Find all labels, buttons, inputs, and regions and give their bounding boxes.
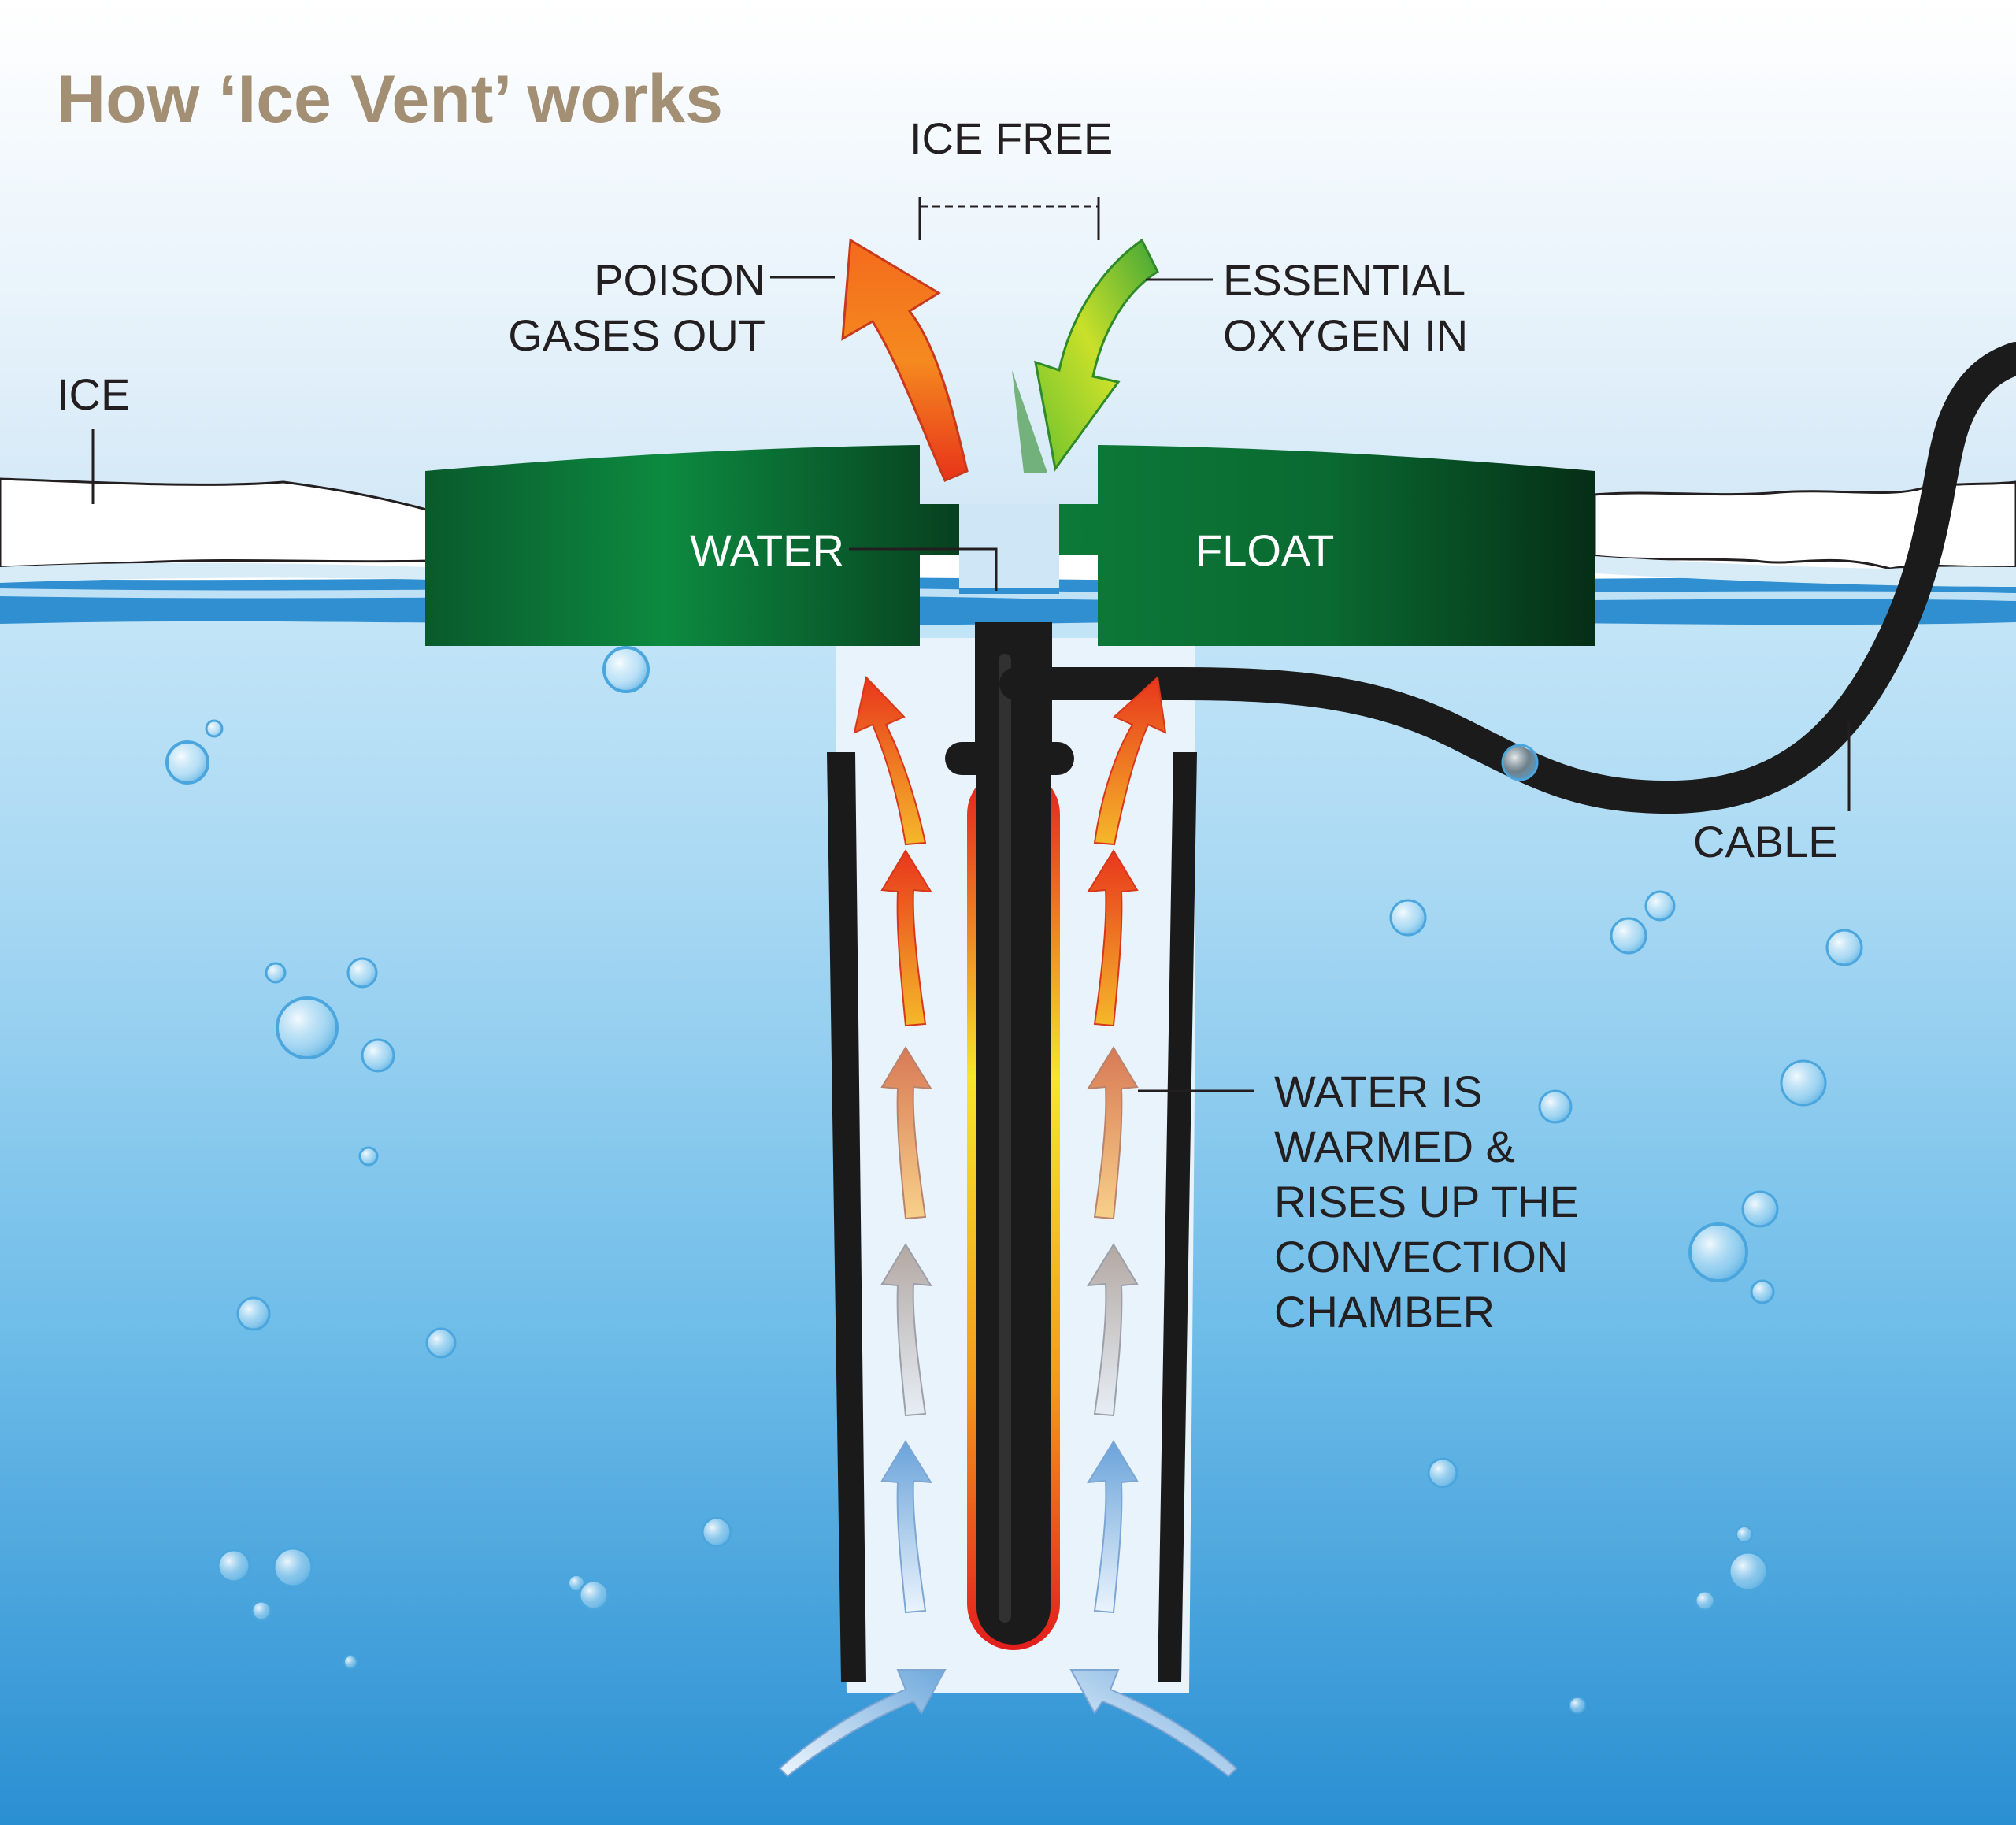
convection-label-line1: WATER IS xyxy=(1274,1066,1482,1116)
warm-arrow-right xyxy=(1087,1046,1139,1220)
ice-underside-left xyxy=(0,562,429,583)
bubble xyxy=(1728,1551,1769,1592)
convection-arrows-left xyxy=(853,675,932,1614)
heat-arrow-right-1 xyxy=(1093,675,1167,846)
cool-arrow-right xyxy=(1087,1243,1139,1417)
power-cable xyxy=(999,342,2016,814)
bubble xyxy=(276,996,339,1059)
convection-label-line4: CONVECTION xyxy=(1274,1232,1568,1282)
water-label: WATER xyxy=(690,525,844,575)
ice-free-label: ICE FREE xyxy=(910,113,1113,163)
bubble xyxy=(346,957,378,989)
heater-element xyxy=(976,622,1051,1645)
bubble xyxy=(1501,744,1539,781)
bubble xyxy=(1688,1222,1748,1282)
inflow-arrow-right xyxy=(1069,1669,1238,1778)
bubble xyxy=(1780,1059,1827,1107)
bubble xyxy=(272,1547,313,1588)
bubble xyxy=(358,1146,379,1167)
heater-shine xyxy=(999,654,1011,1623)
bubble xyxy=(250,1600,272,1622)
bubble xyxy=(165,740,209,785)
float-left xyxy=(425,445,959,646)
bubble xyxy=(1610,917,1647,955)
leader-lines xyxy=(91,197,1851,1092)
bubble xyxy=(1538,1089,1573,1124)
cable-label: CABLE xyxy=(1693,817,1838,866)
convection-label-line3: RISES UP THE xyxy=(1274,1177,1579,1226)
float-right xyxy=(1059,445,1595,646)
air-bubbles xyxy=(165,646,1863,1714)
sky-background xyxy=(0,0,2016,551)
heat-arrow-right-2 xyxy=(1087,849,1139,1027)
bubble xyxy=(1736,1526,1753,1543)
warm-arrow-left xyxy=(880,1046,932,1220)
bubble xyxy=(425,1327,457,1359)
oxygen-arrow-shadow xyxy=(1012,370,1047,473)
cold-arrow-left xyxy=(880,1440,932,1614)
bubble xyxy=(602,646,650,693)
essential-oxygen-label-line2: OXYGEN IN xyxy=(1223,310,1468,360)
bubble xyxy=(236,1296,271,1331)
float-label: FLOAT xyxy=(1195,525,1334,575)
chamber-wall-left xyxy=(827,752,866,1682)
diagram-title: How ‘Ice Vent’ works xyxy=(57,61,723,137)
poison-gases-label-line2: GASES OUT xyxy=(508,310,765,360)
heat-arrow-left-2 xyxy=(880,849,932,1027)
heat-arrow-left-1 xyxy=(853,675,927,846)
ice-label: ICE xyxy=(57,369,130,419)
chamber-wall-right xyxy=(1158,752,1197,1682)
bubble xyxy=(343,1655,358,1669)
inflow-arrow-left xyxy=(778,1669,947,1778)
water-surface-highlight xyxy=(0,588,2016,602)
bubble xyxy=(1825,929,1863,966)
bubble xyxy=(1569,1697,1586,1714)
bubble xyxy=(217,1549,251,1583)
cool-arrow-left xyxy=(880,1243,932,1417)
cold-arrow-right xyxy=(1087,1440,1139,1614)
bubble xyxy=(1694,1589,1716,1612)
bubble xyxy=(1750,1279,1775,1304)
bubble xyxy=(205,719,224,738)
poison-gases-label-line1: POISON xyxy=(594,255,765,305)
essential-oxygen-label-line1: ESSENTIAL xyxy=(1223,255,1466,305)
bubble xyxy=(1644,890,1676,922)
bubble xyxy=(701,1516,732,1548)
bubble xyxy=(1741,1190,1779,1228)
bubble xyxy=(1389,899,1427,937)
convection-label-line2: WARMED & xyxy=(1274,1122,1515,1171)
poison-gas-arrow xyxy=(841,238,969,482)
water-leader-line xyxy=(849,547,998,591)
bubble xyxy=(361,1038,395,1073)
bubble xyxy=(578,1579,610,1611)
oxygen-arrow xyxy=(1034,238,1159,472)
bubble xyxy=(265,962,287,984)
float-water-gap xyxy=(959,504,1059,591)
bubble xyxy=(1427,1457,1458,1489)
convection-arrows-right xyxy=(1087,675,1167,1614)
convection-label-line5: CHAMBER xyxy=(1274,1287,1495,1337)
